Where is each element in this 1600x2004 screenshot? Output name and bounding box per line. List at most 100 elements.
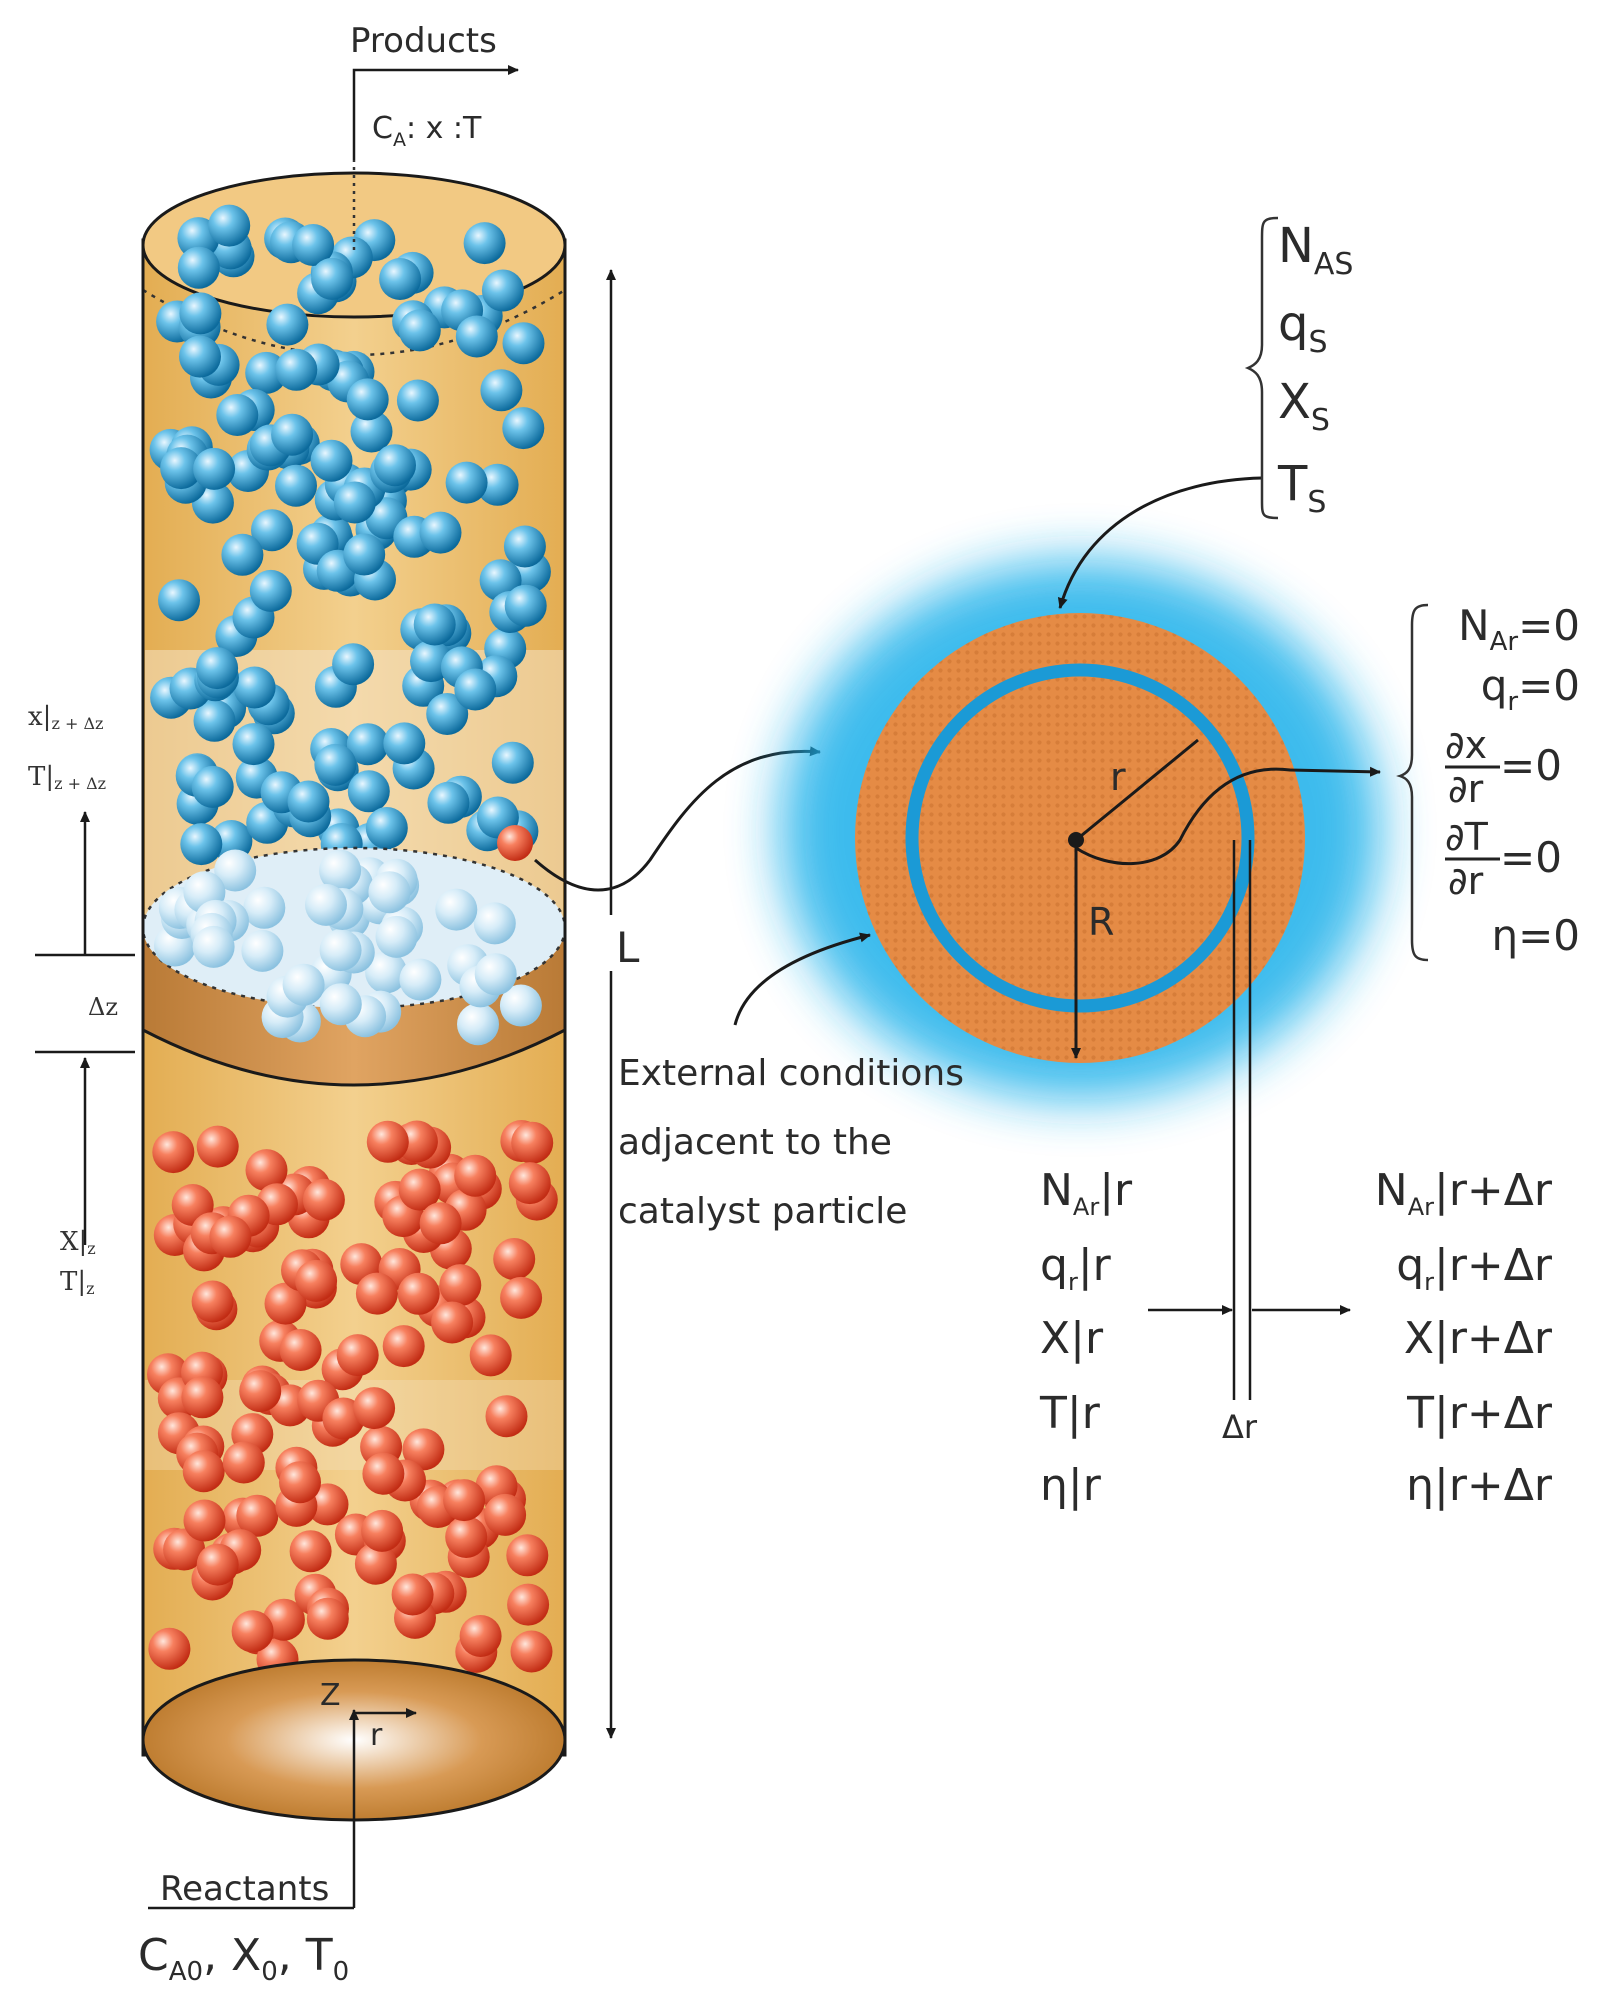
- surface-brace: [1244, 216, 1279, 520]
- light-catalyst-ball: [282, 963, 325, 1006]
- center-brace: [1396, 603, 1429, 962]
- red-catalyst-ball: [508, 1162, 551, 1205]
- red-catalyst-ball: [245, 1149, 288, 1192]
- blue-catalyst-ball: [275, 464, 317, 507]
- light-catalyst-ball: [473, 902, 516, 945]
- blue-catalyst-ball: [502, 407, 545, 450]
- center-condition-label: η=0: [1491, 911, 1580, 960]
- red-catalyst-ball: [402, 1428, 445, 1471]
- inner-radius-line: [1075, 738, 1199, 842]
- red-catalyst-ball: [507, 1583, 550, 1626]
- red-catalyst-ball: [511, 1121, 554, 1164]
- lower-x-label: X|z: [60, 1227, 96, 1258]
- shell-flux: Δr NAr|rqr|rX|rT|rη|r NAr|r+Δrqr|r+ΔrX|r…: [1039, 1165, 1553, 1511]
- red-catalyst-ball: [222, 1441, 265, 1484]
- partial-numerator: ∂x: [1445, 723, 1487, 767]
- outlet-conditions-label: CA: x :T: [372, 111, 482, 151]
- red-catalyst-ball: [181, 1376, 224, 1419]
- blue-catalyst-ball: [292, 224, 335, 266]
- red-catalyst-ball: [152, 1131, 195, 1174]
- blue-catalyst-ball: [177, 246, 220, 289]
- red-catalyst-ball: [366, 1120, 409, 1163]
- flux-in-label: η|r: [1040, 1460, 1102, 1511]
- flux-out-label: T|r+Δr: [1406, 1388, 1553, 1439]
- surface-conversion-label: XS: [1278, 374, 1330, 438]
- red-catalyst-ball: [382, 1325, 425, 1368]
- catalyst-particle: r R: [733, 476, 1381, 1400]
- red-catalyst-ball: [484, 1493, 527, 1536]
- red-catalyst-balls: [147, 1120, 558, 1681]
- blue-catalyst-ball: [503, 525, 546, 568]
- red-catalyst-ball: [431, 1301, 474, 1344]
- light-catalyst-ball: [319, 983, 362, 1026]
- lower-t-label: T|z: [60, 1267, 95, 1298]
- blue-catalyst-ball: [158, 579, 200, 622]
- flux-in-label: T|r: [1039, 1388, 1101, 1439]
- inlet-conditions-label: CA0, X0, T0: [138, 1930, 349, 1987]
- blue-catalyst-ball: [216, 394, 259, 436]
- highlighted-catalyst-ball: [497, 825, 533, 861]
- red-catalyst-ball: [459, 1615, 502, 1657]
- red-catalyst-ball: [302, 1178, 345, 1221]
- blue-catalyst-ball: [275, 348, 318, 391]
- blue-catalyst-ball: [310, 439, 353, 482]
- surface-flux-label: NAS: [1278, 218, 1353, 282]
- blue-catalyst-ball: [251, 509, 293, 552]
- red-catalyst-ball: [354, 1542, 397, 1585]
- red-catalyst-ball: [355, 1272, 398, 1315]
- red-catalyst-ball: [469, 1334, 512, 1377]
- blue-catalyst-ball: [196, 647, 239, 690]
- blue-catalyst-ball: [463, 222, 506, 265]
- blue-catalyst-ball: [476, 463, 519, 506]
- light-catalyst-ball: [365, 951, 408, 994]
- blue-catalyst-ball: [396, 379, 439, 422]
- inner-radius-label: r: [1110, 755, 1126, 799]
- light-catalyst-ball: [435, 888, 478, 931]
- blue-catalyst-ball: [266, 303, 309, 346]
- outlet-arrow: [352, 65, 519, 160]
- red-catalyst-ball: [236, 1494, 279, 1537]
- light-catalyst-ball: [241, 929, 284, 972]
- external-conditions-arrow: [733, 932, 871, 1026]
- blue-catalyst-ball: [346, 723, 389, 766]
- red-catalyst-ball: [295, 1259, 338, 1302]
- blue-catalyst-ball: [160, 447, 203, 490]
- red-catalyst-ball: [506, 1534, 549, 1577]
- blue-catalyst-ball: [193, 447, 236, 490]
- blue-catalyst-ball: [287, 780, 330, 823]
- flux-out-label: NAr|r+Δr: [1375, 1165, 1553, 1221]
- blue-catalyst-ball: [413, 603, 456, 646]
- blue-catalyst-ball: [179, 335, 221, 378]
- center-conditions: NAr=0qr=0∂x∂r=0∂T∂r=0η=0: [1396, 601, 1580, 962]
- blue-catalyst-ball: [333, 481, 376, 524]
- condition-value: =0: [1500, 741, 1562, 790]
- flux-out-label: qr|r+Δr: [1396, 1240, 1553, 1296]
- flux-in-labels: NAr|rqr|rX|rT|rη|r: [1039, 1165, 1133, 1511]
- center-condition-rows: NAr=0qr=0∂x∂r=0∂T∂r=0η=0: [1445, 601, 1580, 960]
- red-catalyst-ball: [391, 1573, 434, 1616]
- blue-catalyst-ball: [271, 413, 314, 456]
- surface-condition-arrow: [1057, 476, 1263, 609]
- light-catalyst-ball: [192, 925, 235, 968]
- external-conditions-caption-line-2: adjacent to the: [618, 1122, 892, 1163]
- red-catalyst-ball: [362, 1452, 405, 1495]
- blue-catalyst-ball: [480, 369, 523, 412]
- flux-in-label: qr|r: [1040, 1240, 1112, 1296]
- shell-thickness-label: Δr: [1222, 1408, 1258, 1446]
- condition-value: =0: [1500, 833, 1562, 882]
- red-catalyst-ball: [209, 1215, 252, 1258]
- flux-out-label: X|r+Δr: [1404, 1313, 1553, 1364]
- red-catalyst-ball: [182, 1450, 225, 1493]
- light-catalyst-ball: [375, 915, 418, 958]
- red-catalyst-ball: [264, 1282, 307, 1325]
- blue-catalyst-ball: [191, 765, 234, 808]
- red-catalyst-ball: [510, 1630, 553, 1673]
- products-label: Products: [350, 21, 497, 61]
- surface-heat-label: qS: [1278, 296, 1328, 360]
- red-catalyst-ball: [279, 1329, 322, 1371]
- outer-radius-label: R: [1088, 900, 1114, 944]
- light-catalyst-ball: [399, 958, 442, 1001]
- red-catalyst-ball: [397, 1272, 440, 1315]
